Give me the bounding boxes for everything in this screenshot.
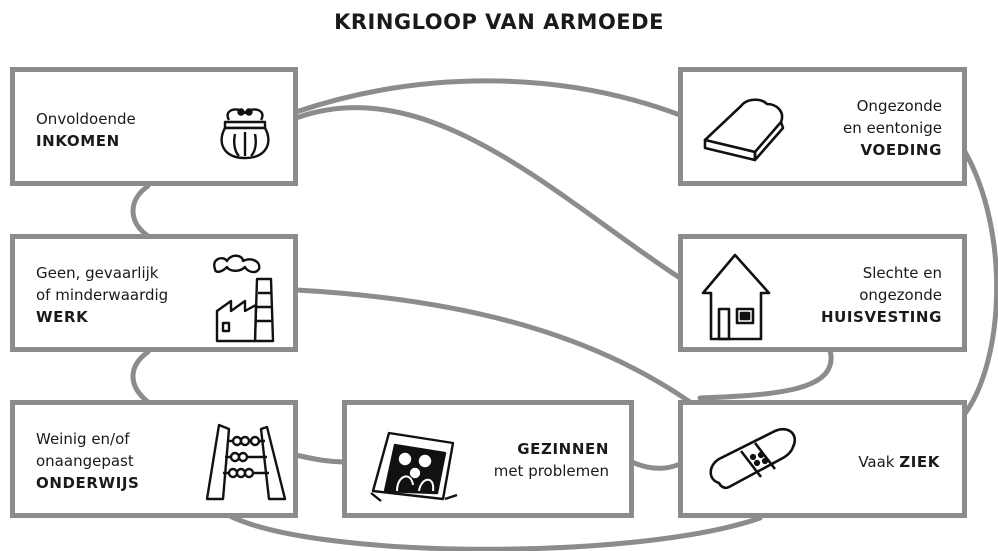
- box-ziek: Vaak ZIEK: [678, 400, 967, 518]
- family-photo-icon: [367, 423, 463, 503]
- onderwijs-line2: onaangepast: [36, 452, 134, 470]
- onderwijs-label: ONDERWIJS: [36, 474, 140, 492]
- box-onderwijs: Weinig en/of onaangepast ONDERWIJS: [10, 400, 298, 518]
- bread-icon: [699, 94, 789, 164]
- werk-label: WERK: [36, 308, 89, 326]
- inkomen-line1: Onvoldoende: [36, 110, 136, 128]
- werk-line1: Geen, gevaarlijk: [36, 264, 159, 282]
- huisvesting-line2: ongezonde: [859, 286, 942, 304]
- bandage-icon: [705, 425, 801, 495]
- gezinnen-line2: met problemen: [493, 462, 609, 480]
- huisvesting-line1: Slechte en: [862, 264, 942, 282]
- box-inkomen: Onvoldoende INKOMEN: [10, 67, 298, 186]
- abacus-icon: [203, 419, 289, 505]
- diagram-title: KRINGLOOP VAN ARMOEDE: [334, 10, 664, 34]
- box-voeding: Ongezonde en eentonige VOEDING: [678, 67, 967, 186]
- factory-icon: [211, 249, 281, 345]
- box-huisvesting: Slechte en ongezonde HUISVESTING: [678, 234, 967, 352]
- werk-line2: of minderwaardig: [36, 286, 169, 304]
- inkomen-label: INKOMEN: [36, 132, 120, 150]
- onderwijs-line1: Weinig en/of: [36, 430, 130, 448]
- purse-icon: [215, 100, 275, 162]
- house-icon: [699, 249, 773, 345]
- gezinnen-label: GEZINNEN: [517, 440, 609, 458]
- huisvesting-label: HUISVESTING: [820, 308, 942, 326]
- voeding-line2: en eentonige: [843, 119, 942, 137]
- voeding-line1: Ongezonde: [856, 97, 942, 115]
- ziek-label: ZIEK: [899, 453, 940, 471]
- box-gezinnen: GEZINNEN met problemen: [342, 400, 634, 518]
- box-werk: Geen, gevaarlijk of minderwaardig WERK: [10, 234, 298, 352]
- ziek-prefix: Vaak: [858, 453, 895, 471]
- voeding-label: VOEDING: [860, 141, 942, 159]
